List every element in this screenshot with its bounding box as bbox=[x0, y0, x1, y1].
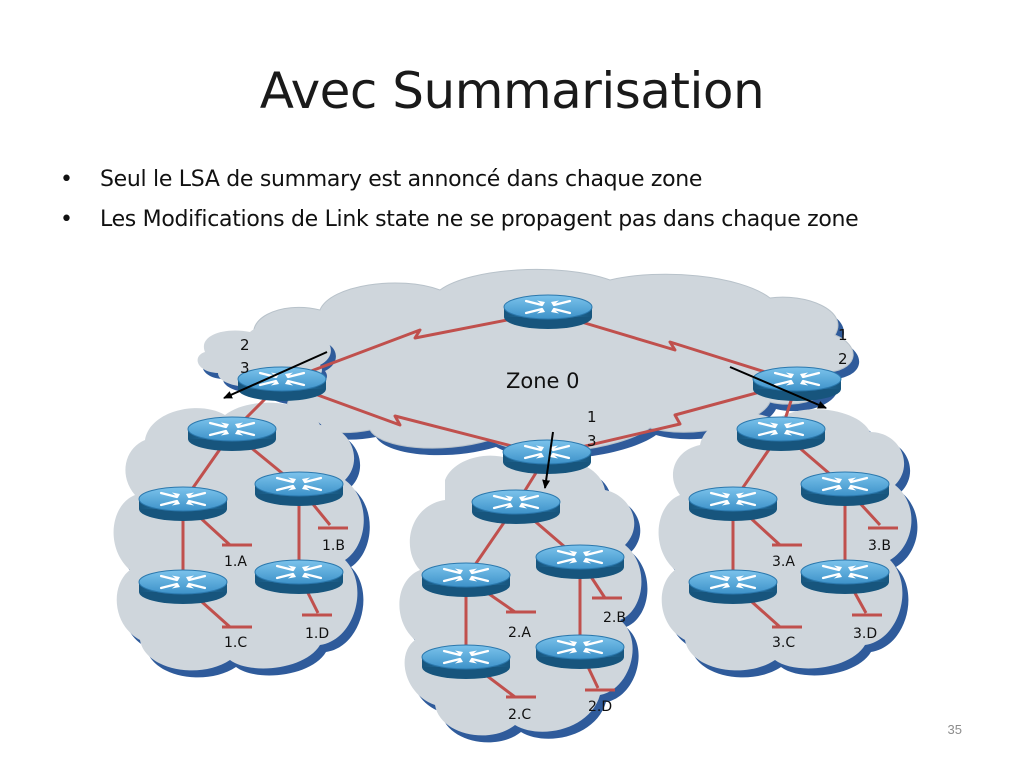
network-label: 2.A bbox=[508, 625, 531, 641]
zone-0-cloud bbox=[246, 268, 860, 459]
summary-label: 3 bbox=[587, 432, 597, 450]
router-icon bbox=[502, 293, 594, 331]
network-label: 2.D bbox=[588, 699, 612, 715]
router-icon bbox=[470, 488, 562, 526]
summary-arrow bbox=[223, 351, 328, 399]
network-label: 1.B bbox=[322, 538, 345, 554]
router-icon bbox=[137, 485, 229, 523]
summary-label: 2 bbox=[838, 350, 848, 368]
network-label: 1.C bbox=[224, 635, 247, 651]
slide-title: Avec Summarisation bbox=[259, 62, 765, 120]
serial-link bbox=[281, 310, 549, 384]
network-label: 3.D bbox=[853, 626, 877, 642]
network-label: 2.B bbox=[603, 610, 626, 626]
router-icon bbox=[687, 568, 779, 606]
router-icon bbox=[799, 470, 891, 508]
serial-link bbox=[547, 310, 798, 384]
network-label: 3.C bbox=[772, 635, 795, 651]
serial-link bbox=[546, 380, 798, 457]
summary-label: 3 bbox=[240, 359, 250, 377]
router-icon bbox=[735, 415, 827, 453]
router-icon bbox=[687, 485, 779, 523]
router-icon bbox=[534, 543, 626, 581]
router-icon bbox=[799, 558, 891, 596]
router-icon bbox=[186, 415, 278, 453]
router-icon bbox=[534, 633, 626, 671]
summary-arrow bbox=[542, 431, 554, 489]
slide-number: 35 bbox=[947, 722, 962, 737]
summary-label: 1 bbox=[587, 408, 597, 426]
network-label: 3.B bbox=[868, 538, 891, 554]
router-icon bbox=[420, 643, 512, 681]
network-label: 2.C bbox=[508, 707, 531, 723]
router-icon bbox=[420, 561, 512, 599]
router-icon bbox=[253, 558, 345, 596]
summary-label: 1 bbox=[838, 326, 848, 344]
zone-label: Zone 0 bbox=[506, 369, 580, 393]
network-label: 1.A bbox=[224, 554, 247, 570]
router-icon bbox=[137, 568, 229, 606]
network-label: 1.D bbox=[305, 626, 329, 642]
network-label: 3.A bbox=[772, 554, 795, 570]
router-icon bbox=[253, 470, 345, 508]
summary-arrow bbox=[729, 366, 827, 409]
bullet-item: Les Modifications de Link state ne se pr… bbox=[60, 200, 859, 240]
bullet-list: Seul le LSA de summary est annoncé dans … bbox=[60, 160, 859, 240]
bullet-item: Seul le LSA de summary est annoncé dans … bbox=[60, 160, 858, 200]
summary-label: 2 bbox=[240, 336, 250, 354]
serial-link bbox=[281, 380, 548, 457]
